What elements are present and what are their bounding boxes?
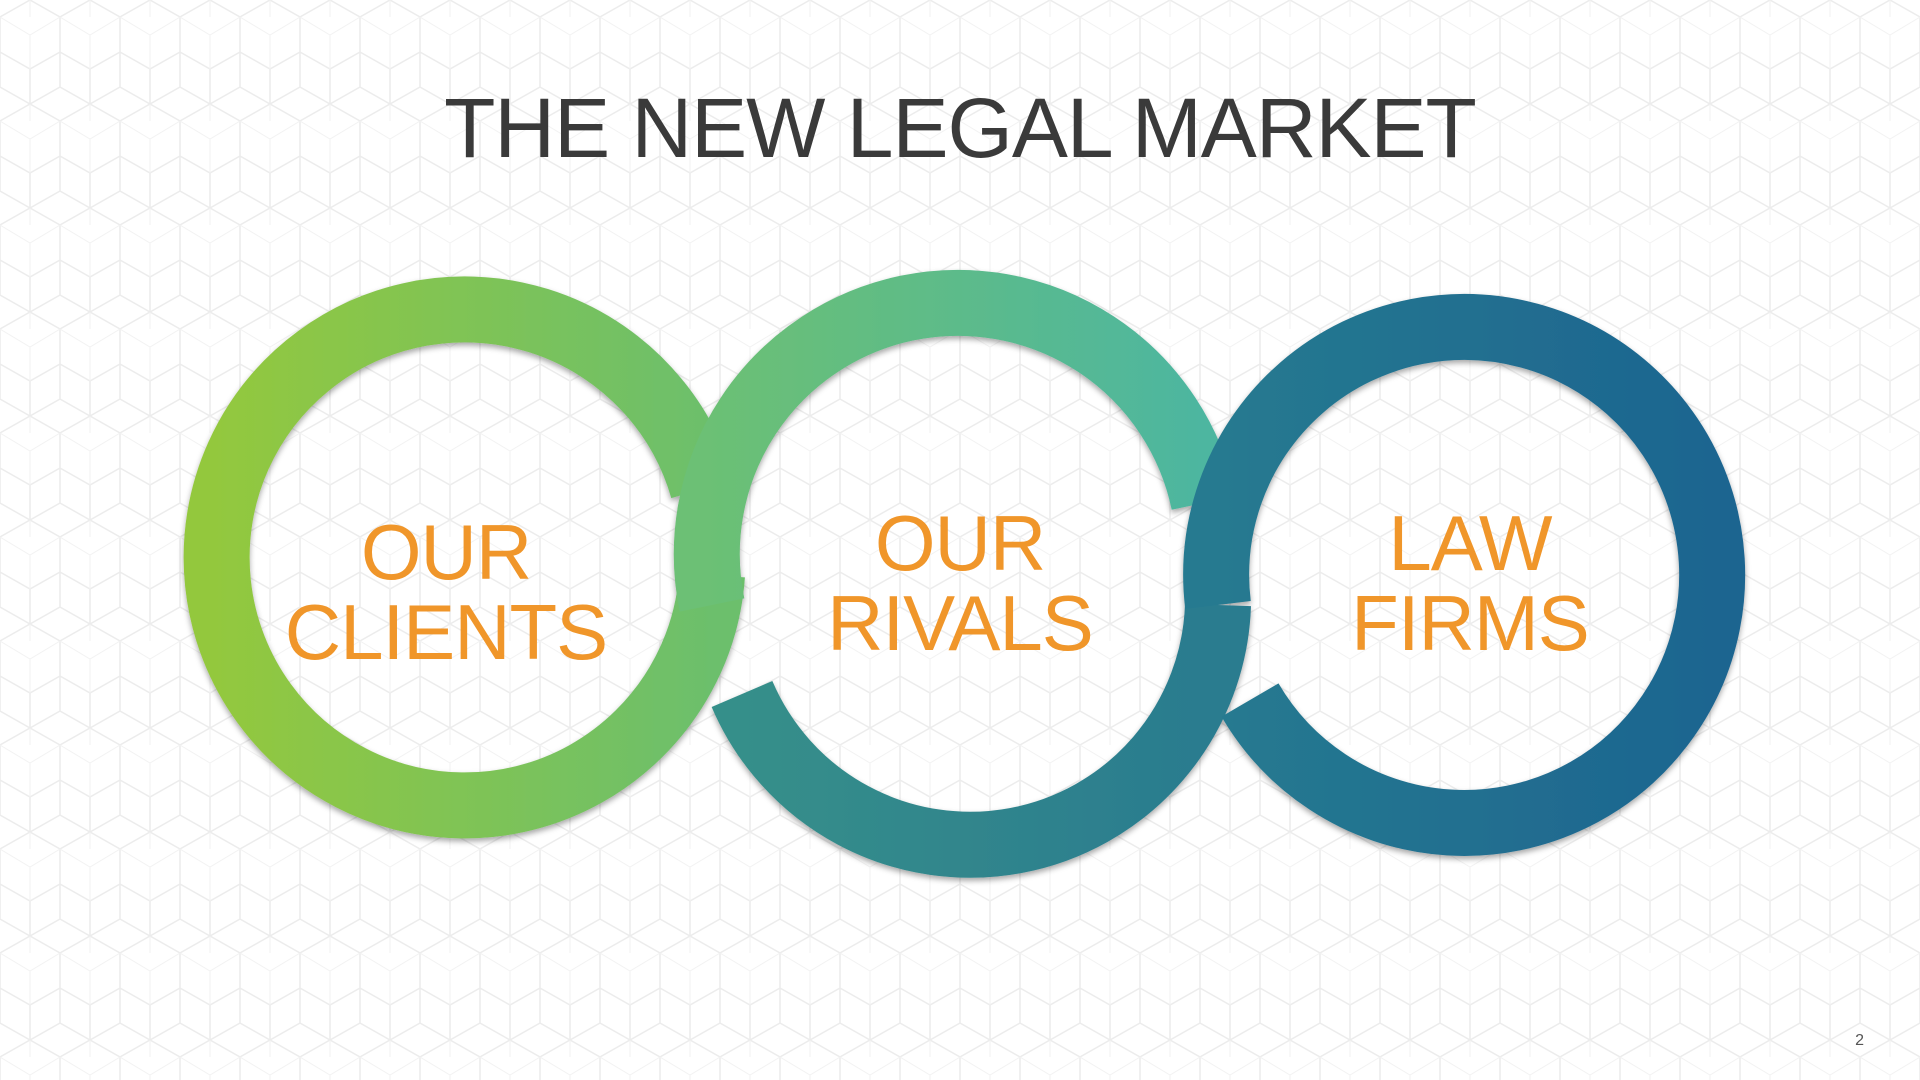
- ring-our-clients: [183, 276, 745, 839]
- label-law-firms: LAW FIRMS: [1260, 503, 1680, 663]
- label-our-rivals-line2: RIVALS: [827, 579, 1094, 667]
- label-our-clients-line1: OUR: [360, 508, 532, 596]
- page-number: 2: [1855, 1032, 1864, 1049]
- ring-our-rivals-bottom: [711, 603, 1251, 878]
- ring-law-firms: [1183, 293, 1746, 856]
- label-our-clients: OUR CLIENTS: [236, 512, 656, 672]
- label-our-rivals: OUR RIVALS: [750, 503, 1170, 663]
- label-law-firms-line2: FIRMS: [1351, 579, 1590, 667]
- label-our-clients-line2: CLIENTS: [284, 588, 608, 676]
- label-our-rivals-line1: OUR: [874, 499, 1046, 587]
- label-law-firms-line1: LAW: [1388, 499, 1552, 587]
- ring-our-rivals-top: [673, 269, 1237, 612]
- slide-title: THE NEW LEGAL MARKET: [444, 81, 1477, 175]
